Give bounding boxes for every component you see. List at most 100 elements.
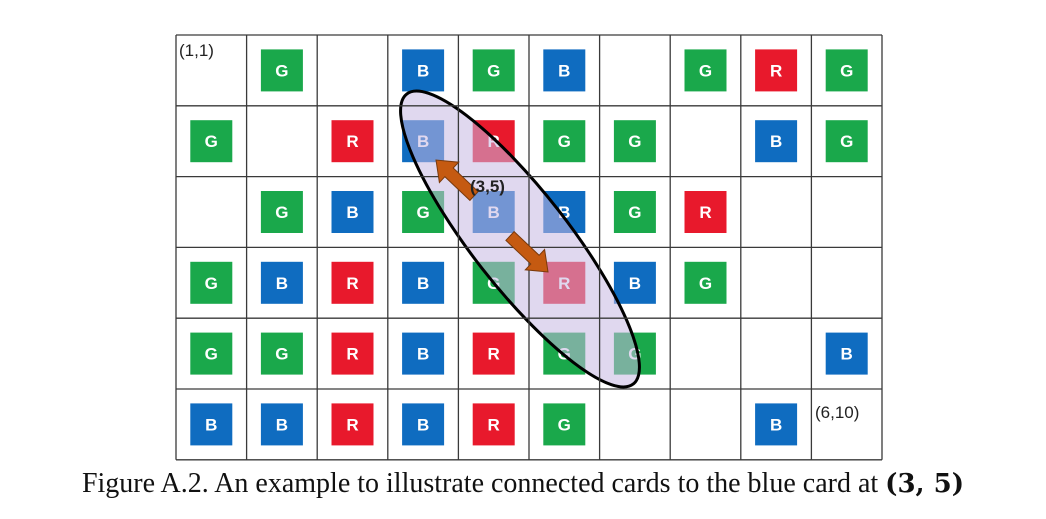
card-square — [260, 191, 303, 233]
card-letter: G — [558, 132, 571, 151]
card: G — [472, 49, 515, 92]
card-square — [260, 261, 303, 304]
card-square — [825, 49, 868, 92]
arrow-up-left — [435, 159, 479, 202]
card-letter: R — [699, 203, 711, 222]
card-square — [543, 120, 586, 163]
card-letter: B — [276, 274, 288, 293]
card-square — [755, 403, 798, 446]
card: G — [543, 120, 586, 163]
card: G — [543, 403, 586, 446]
caption-text: Figure A.2. An example to illustrate con… — [81, 468, 886, 499]
card: G — [613, 120, 656, 163]
highlight-coordinate-label: (3,5) — [470, 177, 505, 196]
card: R — [331, 332, 374, 375]
card: G — [260, 332, 303, 375]
card-letter: B — [276, 415, 288, 434]
card-square — [331, 332, 374, 375]
card-letter: B — [770, 132, 782, 151]
card-square — [331, 403, 374, 446]
card-letter: B — [558, 61, 570, 80]
arrow-down-right — [505, 230, 549, 273]
card-letter: G — [275, 345, 288, 364]
card-letter: G — [628, 203, 641, 222]
card-letter: B — [346, 203, 358, 222]
card-letter: G — [628, 132, 641, 151]
card-square — [684, 191, 727, 233]
card-letter: B — [770, 415, 782, 434]
card: G — [684, 261, 727, 304]
card-square — [755, 49, 798, 92]
top-left-coordinate-label: (1,1) — [179, 41, 214, 60]
card-letter: G — [275, 203, 288, 222]
card-square — [684, 49, 727, 92]
card-letter: G — [275, 61, 288, 80]
card-letter: R — [346, 345, 358, 364]
card-square — [472, 49, 515, 92]
card-square — [402, 261, 445, 304]
card: G — [190, 332, 233, 375]
card-square — [402, 49, 445, 92]
card-letter: B — [417, 274, 429, 293]
card-square — [402, 403, 445, 446]
card-letter: R — [346, 415, 358, 434]
card: R — [755, 49, 798, 92]
card-letter: G — [558, 415, 571, 434]
card-square — [613, 120, 656, 163]
card-letter: G — [205, 274, 218, 293]
card: B — [825, 332, 868, 375]
card-square — [472, 403, 515, 446]
card: R — [472, 403, 515, 446]
card: B — [190, 403, 233, 446]
card-square — [402, 332, 445, 375]
card: G — [684, 49, 727, 92]
card-square — [260, 49, 303, 92]
caption-coordinate: (3, 5) — [885, 469, 965, 499]
card-square — [684, 261, 727, 304]
card-square — [613, 191, 656, 233]
card-letter: R — [770, 61, 782, 80]
card-letter: B — [841, 345, 853, 364]
card-square — [190, 261, 233, 304]
card: B — [755, 403, 798, 446]
card: G — [825, 120, 868, 163]
card-letter: B — [417, 415, 429, 434]
card-square — [190, 403, 233, 446]
bottom-right-coordinate-label: (6,10) — [815, 403, 859, 422]
card-letter: G — [205, 132, 218, 151]
card-letter: B — [205, 415, 217, 434]
card: G — [825, 49, 868, 92]
card-square — [260, 332, 303, 375]
card: R — [331, 403, 374, 446]
card-square — [825, 120, 868, 163]
card: G — [260, 49, 303, 92]
card: B — [543, 49, 586, 92]
card-square — [190, 120, 233, 163]
card: G — [190, 120, 233, 163]
card: R — [331, 120, 374, 163]
card-letter: R — [346, 274, 358, 293]
card-letter: B — [417, 345, 429, 364]
card-letter: G — [416, 203, 429, 222]
card: R — [331, 261, 374, 304]
card: B — [331, 191, 374, 233]
card-square — [613, 261, 656, 304]
card: B — [402, 261, 445, 304]
card: B — [260, 403, 303, 446]
card-letter: R — [346, 132, 358, 151]
card-letter: G — [205, 345, 218, 364]
card-square — [260, 403, 303, 446]
card: G — [260, 191, 303, 233]
card: B — [402, 49, 445, 92]
card-square — [472, 332, 515, 375]
card-square — [331, 261, 374, 304]
card-square — [543, 403, 586, 446]
card-square — [190, 332, 233, 375]
card-letter: G — [840, 61, 853, 80]
card-letter: G — [487, 61, 500, 80]
cards-layer: GBGBGRGGRBRGGBGGBGBBGRGBRBGRBGGGRBRGGBBB… — [190, 49, 868, 446]
card-letter: B — [417, 61, 429, 80]
card: B — [402, 403, 445, 446]
card-letter: R — [488, 345, 500, 364]
